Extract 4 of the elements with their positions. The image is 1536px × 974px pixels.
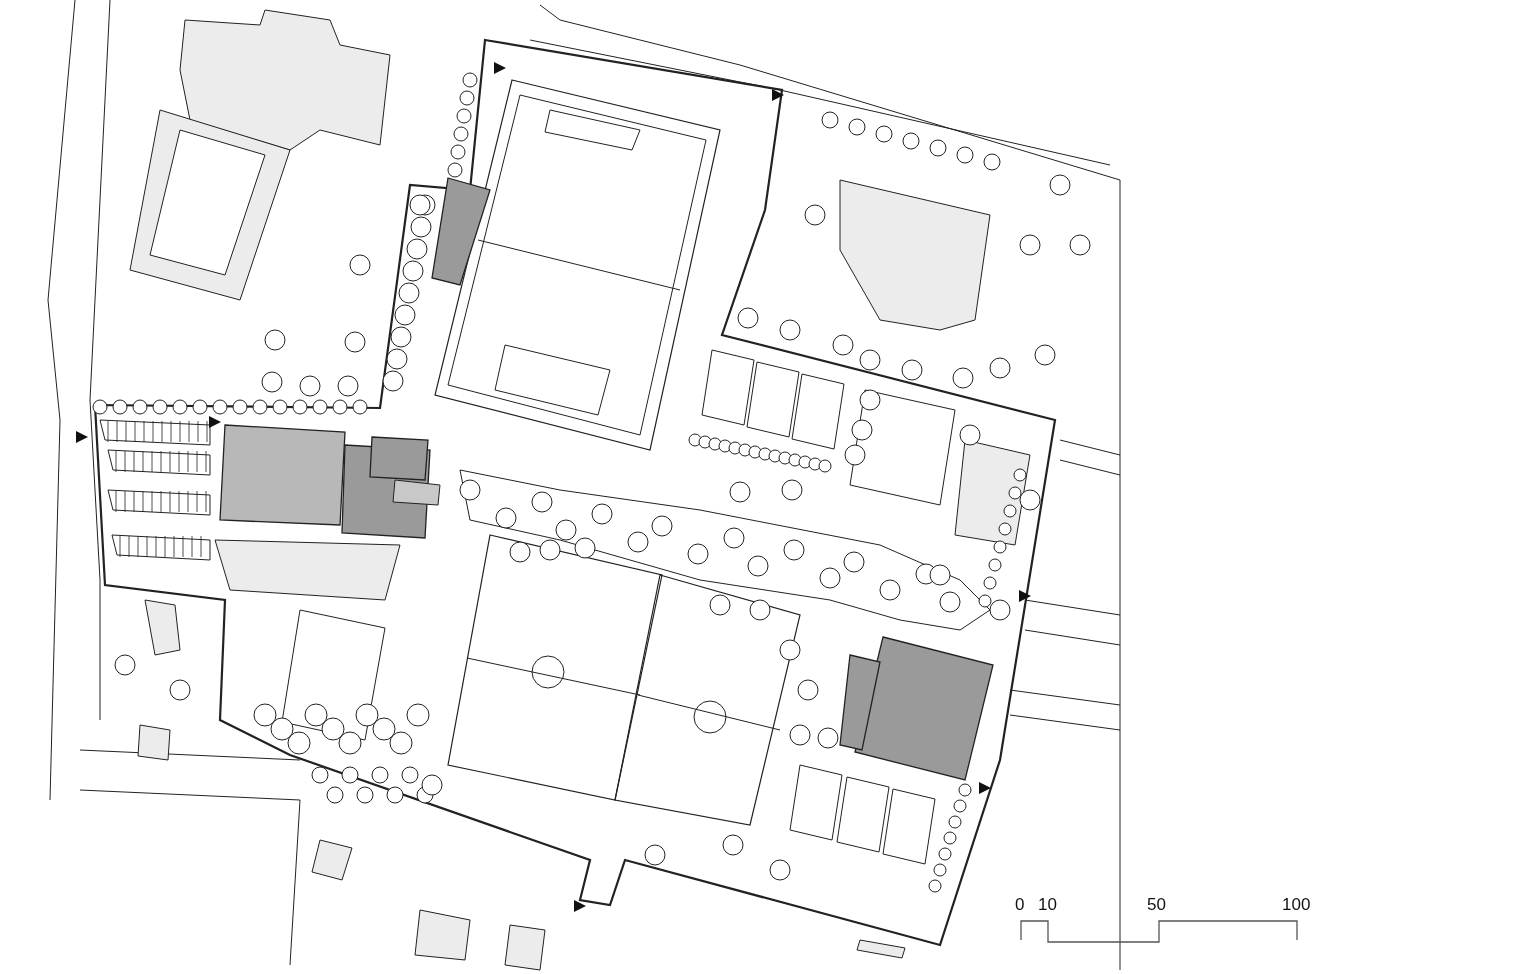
- scale-label: 50: [1147, 895, 1166, 915]
- scale-label: 100: [1282, 895, 1311, 915]
- scale-label: 10: [1038, 895, 1057, 915]
- scale-label: 0: [1015, 895, 1025, 915]
